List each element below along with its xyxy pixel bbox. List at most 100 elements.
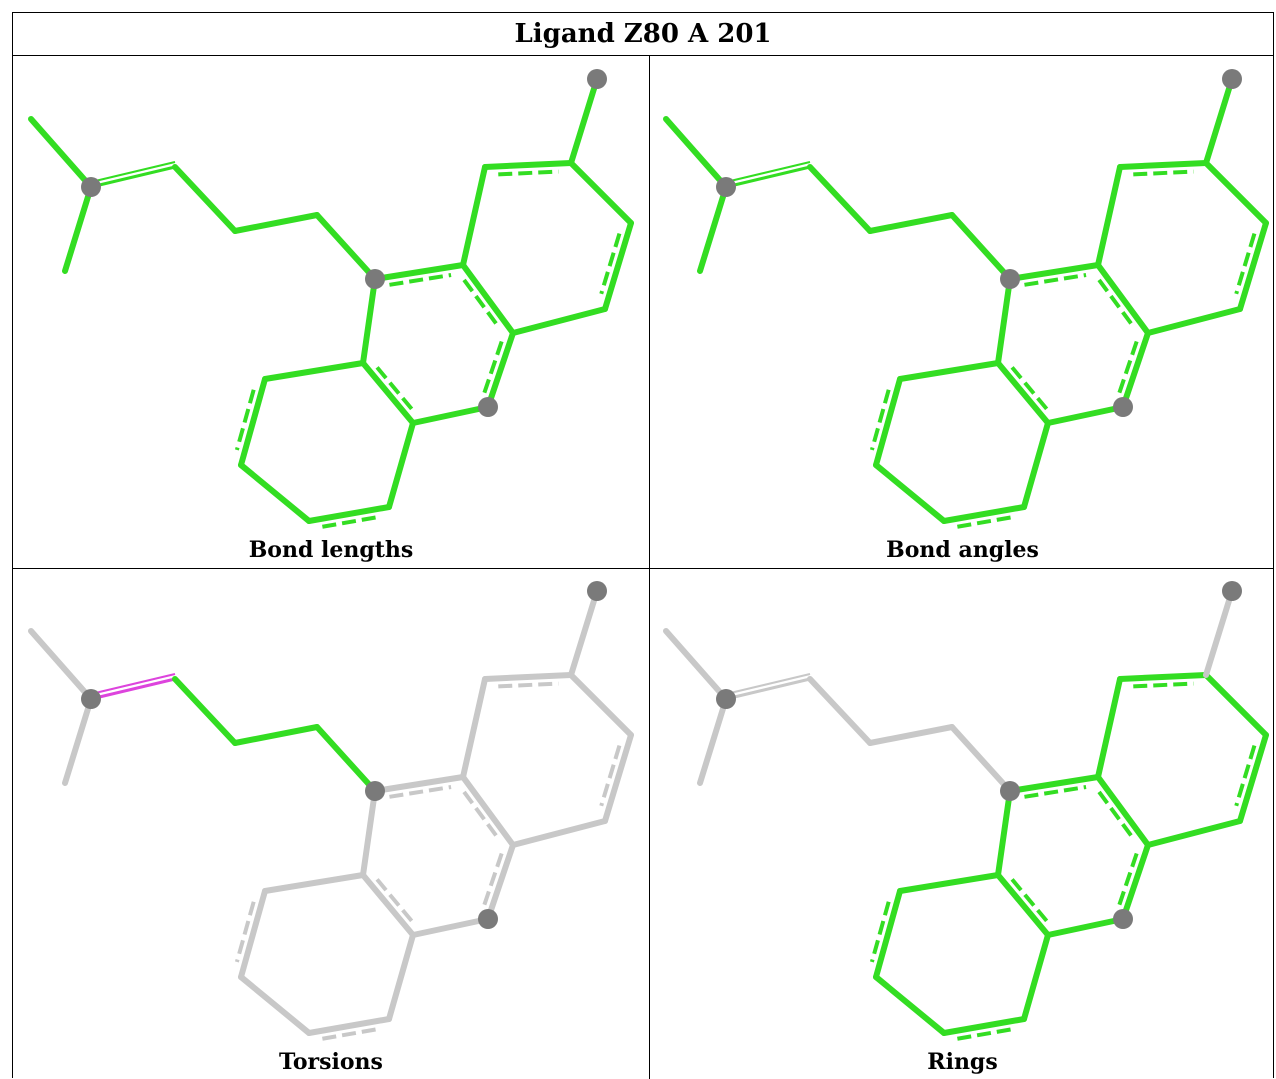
panel-caption: Rings	[927, 1049, 998, 1075]
bond-c5-c9	[1095, 164, 1123, 268]
atom-sphere-c1	[716, 177, 736, 197]
bond-c1-c2	[89, 677, 177, 701]
bond-c3-c4	[867, 212, 955, 234]
bond-c5-c8	[460, 774, 516, 848]
bond-r2-r3	[238, 462, 312, 524]
bond-r2-r3	[873, 974, 947, 1036]
bond-r3-r4	[941, 504, 1027, 524]
bond-r1-r2	[238, 376, 268, 468]
aromatic-bond-dash	[322, 515, 379, 529]
aromatic-bond-dash	[482, 852, 504, 906]
bond-o1-c7	[410, 404, 491, 426]
bond-c4-n1	[949, 212, 1013, 282]
aromatic-bond-dash	[462, 790, 501, 841]
bond-c10-br	[1203, 588, 1235, 678]
bond-c11-c12	[1237, 732, 1269, 824]
bond-m1-c1	[28, 628, 94, 702]
bond-c9-c10	[482, 160, 574, 170]
bond-c11-c12	[602, 220, 634, 312]
aromatic-bond-dash	[1097, 790, 1136, 841]
aromatic-bond-dash	[1024, 785, 1087, 799]
bond-double-line	[90, 673, 176, 695]
atom-sphere-br	[1222, 581, 1242, 601]
bond-r1-r2	[873, 376, 903, 468]
bond-c11-c12	[1237, 220, 1269, 312]
bond-c5-c8	[460, 262, 516, 336]
panel-rings: Rings	[650, 569, 1275, 1079]
bond-c7-c6	[360, 360, 416, 426]
bond-c6-n1	[360, 788, 378, 878]
atom-sphere-c1	[81, 177, 101, 197]
aromatic-bond-dash	[1097, 278, 1136, 329]
bond-r4-c7	[1021, 420, 1051, 510]
bond-c5-c9	[460, 676, 488, 780]
bond-m1-c1	[663, 116, 729, 190]
atom-sphere-br	[1222, 69, 1242, 89]
aromatic-bond-dash	[234, 389, 256, 451]
atom-sphere-br	[587, 69, 607, 89]
bond-c5-c9	[460, 164, 488, 268]
bond-c1-m2	[697, 696, 729, 786]
bond-double-line	[90, 161, 176, 183]
bond-c8-o1	[485, 330, 516, 410]
bond-r4-c7	[386, 420, 416, 510]
aromatic-bond-dash	[1133, 169, 1194, 177]
atom-sphere-o1	[1113, 397, 1133, 417]
bond-n1-c5	[1007, 262, 1101, 282]
aromatic-bond-dash	[1024, 273, 1087, 287]
panel-bond-lengths: Bond lengths	[13, 57, 649, 568]
panel-caption: Bond lengths	[248, 537, 414, 563]
atom-sphere-br	[587, 581, 607, 601]
bond-c11-c12	[602, 732, 634, 824]
bond-r2-r3	[873, 462, 947, 524]
aromatic-bond-dash	[599, 233, 622, 295]
atom-sphere-o1	[1113, 909, 1133, 929]
bond-c10-br	[1203, 76, 1235, 166]
bond-c4-n1	[949, 724, 1013, 794]
column-divider	[649, 56, 650, 1079]
bond-n1-c5	[372, 262, 466, 282]
atom-sphere-o1	[478, 909, 498, 929]
bond-c6-r1	[262, 872, 366, 894]
bond-c10-br	[568, 76, 600, 166]
aromatic-bond-dash	[1010, 365, 1049, 411]
aromatic-bond-dash	[1117, 340, 1139, 394]
molecule-diagram	[28, 69, 634, 529]
aromatic-bond-dash	[869, 901, 891, 963]
bond-o1-c7	[1045, 916, 1126, 938]
bond-c7-c6	[995, 872, 1051, 938]
bond-n1-c5	[1007, 774, 1101, 794]
aromatic-bond-dash	[498, 169, 559, 177]
bond-c10-c11	[1203, 672, 1269, 738]
bond-r3-r4	[941, 1016, 1027, 1036]
bond-c12-c8	[1145, 818, 1243, 848]
bond-c10-c11	[568, 160, 634, 226]
bond-c3-c4	[232, 724, 320, 746]
bond-m1-c1	[28, 116, 94, 190]
bond-c2-c3	[807, 676, 873, 746]
aromatic-bond-dash	[462, 278, 501, 329]
bond-n1-c5	[372, 774, 466, 794]
bond-c1-m2	[62, 184, 94, 274]
bond-c2-c3	[172, 164, 238, 234]
bond-c10-c11	[1203, 160, 1269, 226]
molecule-diagram	[663, 69, 1269, 529]
bond-c1-c2	[724, 677, 812, 701]
bond-double-line	[725, 161, 811, 183]
atom-sphere-n1	[365, 269, 385, 289]
panel-bond-angles: Bond angles	[650, 57, 1275, 568]
atom-sphere-c1	[81, 689, 101, 709]
bond-r3-r4	[306, 1016, 392, 1036]
bond-c4-n1	[314, 212, 378, 282]
bond-c1-m2	[62, 696, 94, 786]
aromatic-bond-dash	[1117, 852, 1139, 906]
panel-torsions: Torsions	[13, 569, 649, 1079]
aromatic-bond-dash	[322, 1027, 379, 1041]
panel-caption: Torsions	[279, 1049, 383, 1075]
bond-c2-c3	[807, 164, 873, 234]
figure-title: Ligand Z80 A 201	[13, 13, 1273, 56]
aromatic-bond-dash	[1010, 877, 1049, 923]
molecule-diagram	[28, 581, 634, 1041]
aromatic-bond-dash	[869, 389, 891, 451]
bond-double-line	[725, 673, 811, 695]
